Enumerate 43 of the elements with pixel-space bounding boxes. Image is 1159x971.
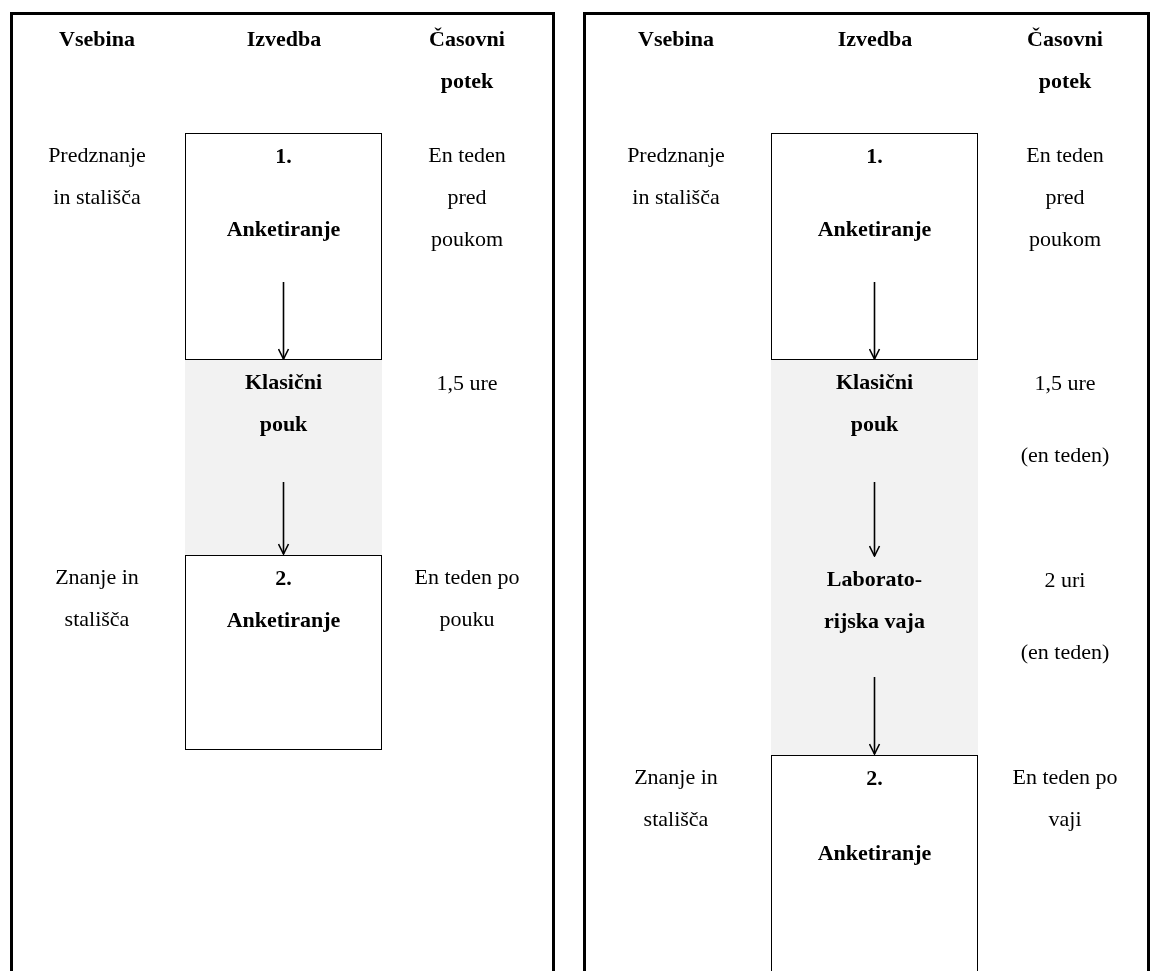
side-note: En teden pred poukom [427, 141, 507, 253]
side-note: Predznanje in stališča [626, 141, 726, 211]
side-note: En teden pred poukom [1025, 141, 1105, 253]
side-note: 1,5 ure [435, 369, 499, 397]
side-note: 1,5 ure [1033, 369, 1097, 397]
column-header: Časovni potek [1026, 25, 1104, 95]
arrow [277, 281, 290, 360]
step-title: Anketiranje [226, 215, 341, 243]
process-box [771, 755, 978, 971]
side-note: En teden po vaji [1011, 763, 1119, 833]
column-header: Časovni potek [428, 25, 506, 95]
step-title: 1. [866, 142, 883, 170]
side-note: En teden po pouku [413, 563, 521, 633]
column-header: Vsebina [58, 25, 136, 53]
arrow [868, 481, 881, 557]
side-note: (en teden) [1019, 441, 1111, 469]
step-title: Anketiranje [817, 839, 932, 867]
side-note: Predznanje in stališča [47, 141, 147, 211]
side-note: (en teden) [1019, 638, 1111, 666]
step-title: Klasični pouk [835, 368, 914, 438]
activity-band [771, 557, 978, 755]
step-title: Laborato- rijska vaja [823, 565, 926, 635]
activity-band [185, 360, 382, 555]
process-box [771, 133, 978, 360]
column-header: Izvedba [836, 25, 914, 53]
panel-frame [10, 12, 555, 971]
side-note: Znanje in stališča [633, 763, 719, 833]
step-title: 2. Anketiranje [225, 564, 342, 634]
column-header: Vsebina [637, 25, 715, 53]
arrow [277, 481, 290, 555]
step-title: 2. [866, 764, 883, 792]
process-box [185, 133, 382, 360]
step-title: Klasični pouk [244, 368, 323, 438]
arrow [868, 676, 881, 755]
step-title: 1. [275, 142, 292, 170]
panel-frame [583, 12, 1150, 971]
side-note: Znanje in stališča [54, 563, 140, 633]
column-header: Izvedba [245, 25, 323, 53]
process-box [185, 555, 382, 750]
step-title: Anketiranje [817, 215, 932, 243]
side-note: 2 uri [1043, 566, 1087, 594]
activity-band [771, 360, 978, 557]
arrow [868, 281, 881, 360]
